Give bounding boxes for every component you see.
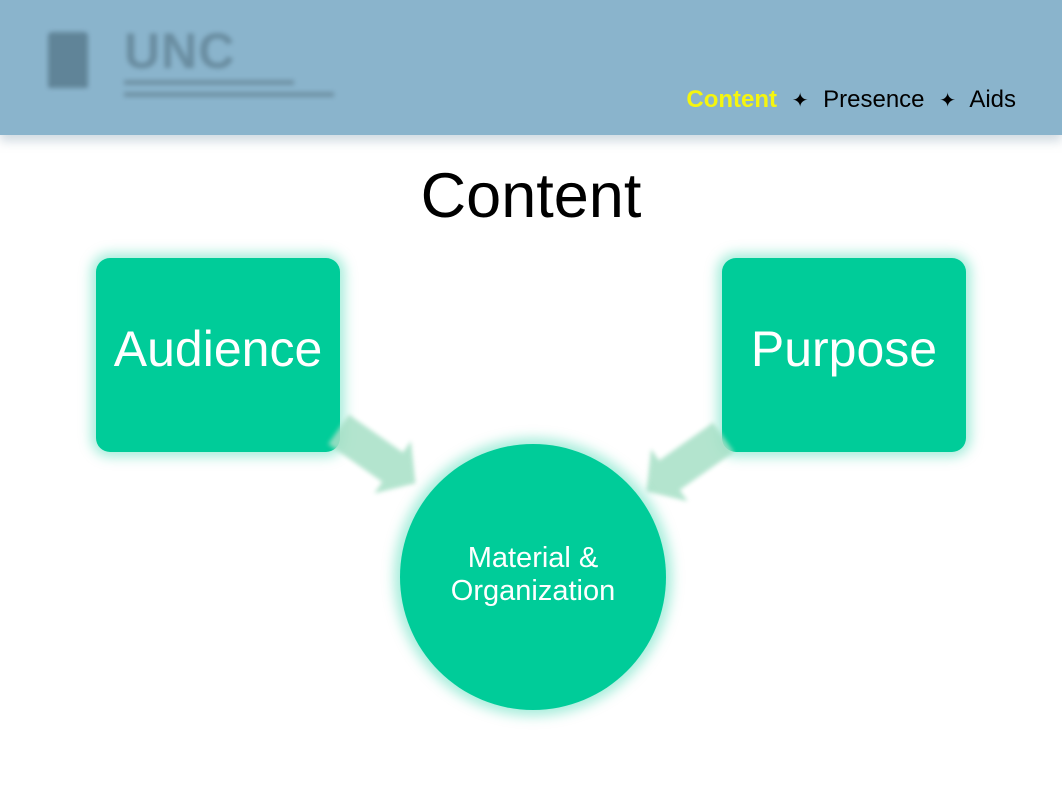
nav-item-content: Content	[686, 86, 778, 113]
star-separator-icon: ✦	[939, 90, 956, 112]
unc-logo: UNC	[44, 23, 334, 108]
circle-label: Material & Organization	[451, 542, 615, 608]
nav-item-presence: Presence	[823, 86, 925, 113]
circle-label-line2: Organization	[450, 575, 616, 607]
purpose-box: Purpose	[722, 258, 966, 452]
purpose-label: Purpose	[750, 321, 938, 377]
seal-icon	[48, 32, 88, 88]
logo-wordmark: UNC	[124, 23, 236, 79]
section-nav: Content ✦ Presence ✦ Aids	[686, 86, 1016, 114]
slide-title: Content	[420, 161, 642, 231]
audience-box: Audience	[96, 258, 340, 452]
material-organization-circle: Material & Organization	[400, 444, 666, 710]
header-band	[0, 0, 1062, 135]
star-separator-icon: ✦	[791, 90, 809, 112]
audience-label: Audience	[113, 321, 323, 377]
arrow-icon	[328, 414, 408, 486]
circle-label-line1: Material &	[467, 542, 599, 574]
nav-item-aids: Aids	[969, 86, 1016, 113]
